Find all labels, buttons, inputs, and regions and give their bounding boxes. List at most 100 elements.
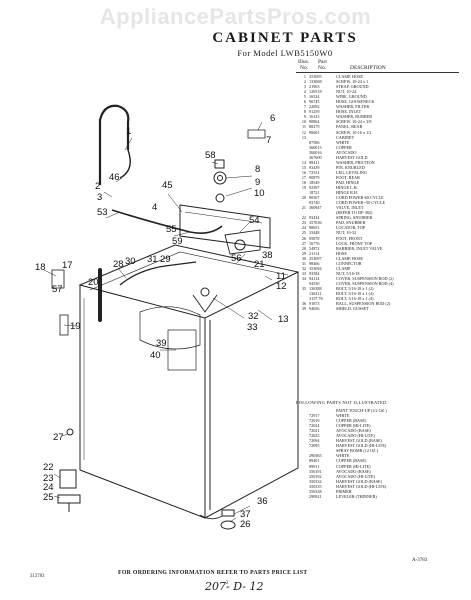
part-description: COPPER (BASE)	[336, 418, 367, 424]
part-description: PIN, KNURLED	[336, 164, 365, 170]
part-number: 353094	[309, 265, 322, 271]
part-number: 93439	[309, 164, 320, 170]
part-number: 72021	[309, 428, 320, 434]
callout-label: 53	[97, 207, 108, 218]
illus-number: 17	[301, 174, 306, 180]
part-description: HINGE L.H.	[336, 185, 358, 191]
callout-label: 31	[147, 254, 158, 265]
header-no: No.	[300, 65, 309, 71]
part-number: 94530	[309, 280, 320, 286]
part-description: PAD, HINGE	[336, 179, 360, 185]
callout-label: 9	[255, 177, 260, 188]
part-description: NUT, 5/16-18	[336, 270, 360, 276]
callout-label: 1	[126, 126, 131, 137]
part-description: COVER, SUSPENSION ROD (4)	[336, 280, 394, 286]
illus-number: 20	[301, 195, 306, 201]
part-description: WHITE	[336, 413, 350, 419]
part-description: HINGE R.H.	[336, 190, 358, 196]
illus-number: 6	[303, 99, 306, 105]
callout-label: 18	[35, 262, 46, 273]
part-description: HARVEST GOLD (BASE)	[336, 438, 383, 444]
callout-label: 57	[52, 284, 63, 295]
part-description: SCREW, 10-24 x 3/8	[336, 119, 372, 125]
part-description: SPRING, SNUBBER	[336, 215, 373, 221]
callout-label: 19	[70, 321, 81, 332]
part-number: 136211	[309, 291, 322, 297]
callout-label: 45	[162, 180, 173, 191]
part-description: COPPER (BASE)	[336, 458, 367, 464]
illus-number: 28	[301, 245, 306, 251]
part-number: 90879	[309, 174, 320, 180]
ordering-note: FOR ORDERING INFORMATION REFER TO PARTS …	[118, 570, 308, 576]
part-description: PAINT TOUCH-UP (1/2 OZ.)	[336, 408, 387, 413]
part-number: 98651	[309, 225, 320, 231]
illus-number: 35	[301, 285, 306, 291]
part-description: WASHER, RUBBER	[336, 114, 373, 120]
part-number: 133068	[309, 79, 322, 85]
illus-number: 34	[301, 275, 306, 281]
part-description: LEVELER (THINNER)	[336, 493, 377, 499]
part-number: 98466	[309, 260, 320, 266]
part-number: 98411	[309, 159, 320, 165]
callout-label: 29	[160, 254, 171, 265]
illus-number: 14	[301, 159, 306, 165]
part-description: CONNECTOR	[336, 260, 362, 266]
part-description: HARVEST GOLD	[336, 154, 368, 160]
part-description: AVOCADO (BASE)	[336, 468, 371, 474]
header-no2: No.	[318, 65, 327, 71]
part-description: COVER, SUSPENSION ROD (2)	[336, 275, 394, 281]
part-number: 93584	[309, 270, 320, 276]
page-title: CABINET PARTS	[212, 30, 358, 46]
illus-number: 8	[303, 109, 306, 115]
callout-label: 2	[95, 181, 100, 192]
callout-label: 40	[150, 350, 161, 361]
callout-label: 33	[247, 322, 258, 333]
part-description: NUT, 10-24	[336, 89, 357, 95]
part-description: LOCK, FRONT TOP	[336, 240, 372, 246]
gooseneck-hose	[98, 104, 130, 185]
part-number: 16524	[309, 94, 320, 100]
part-description: WHITE	[336, 453, 350, 459]
illus-number: 29	[301, 250, 306, 256]
part-description: HARVEST GOLD (HI-LITE)	[336, 443, 387, 449]
callout-label: 10	[254, 188, 265, 199]
part-number: 94114	[309, 275, 320, 281]
diagram-artwork	[43, 104, 300, 530]
illus-number: 11	[301, 124, 306, 130]
callout-label: 28	[113, 259, 124, 270]
part-description: COPPER	[336, 144, 352, 150]
figure-code: A-3783	[412, 558, 428, 563]
part-description: CORD POWER-60 CYCLE	[336, 195, 384, 201]
part-number: 54872	[309, 245, 320, 251]
illus-number: 19	[301, 185, 306, 191]
part-number: 3157 78	[309, 296, 323, 302]
part-description: WIRE, GROUND	[336, 94, 367, 100]
